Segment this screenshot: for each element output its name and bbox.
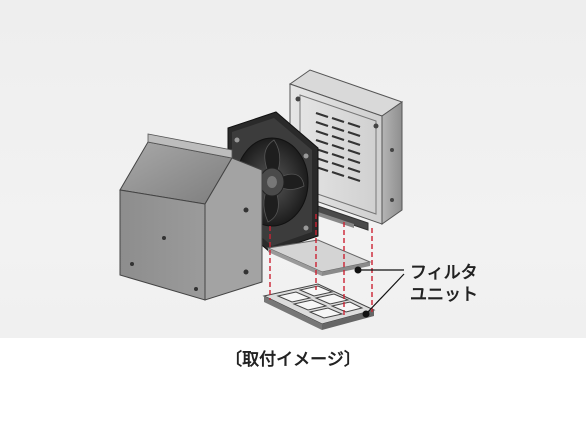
weather-hood [119,133,263,301]
callout-leaders [354,266,405,318]
caption-area [0,338,586,430]
figure-caption: 〔取付イメージ〕 [225,350,361,370]
filter-frame [262,283,376,330]
louver-slots [315,111,361,183]
filter-unit-label: フィルタ ユニット [410,263,478,305]
